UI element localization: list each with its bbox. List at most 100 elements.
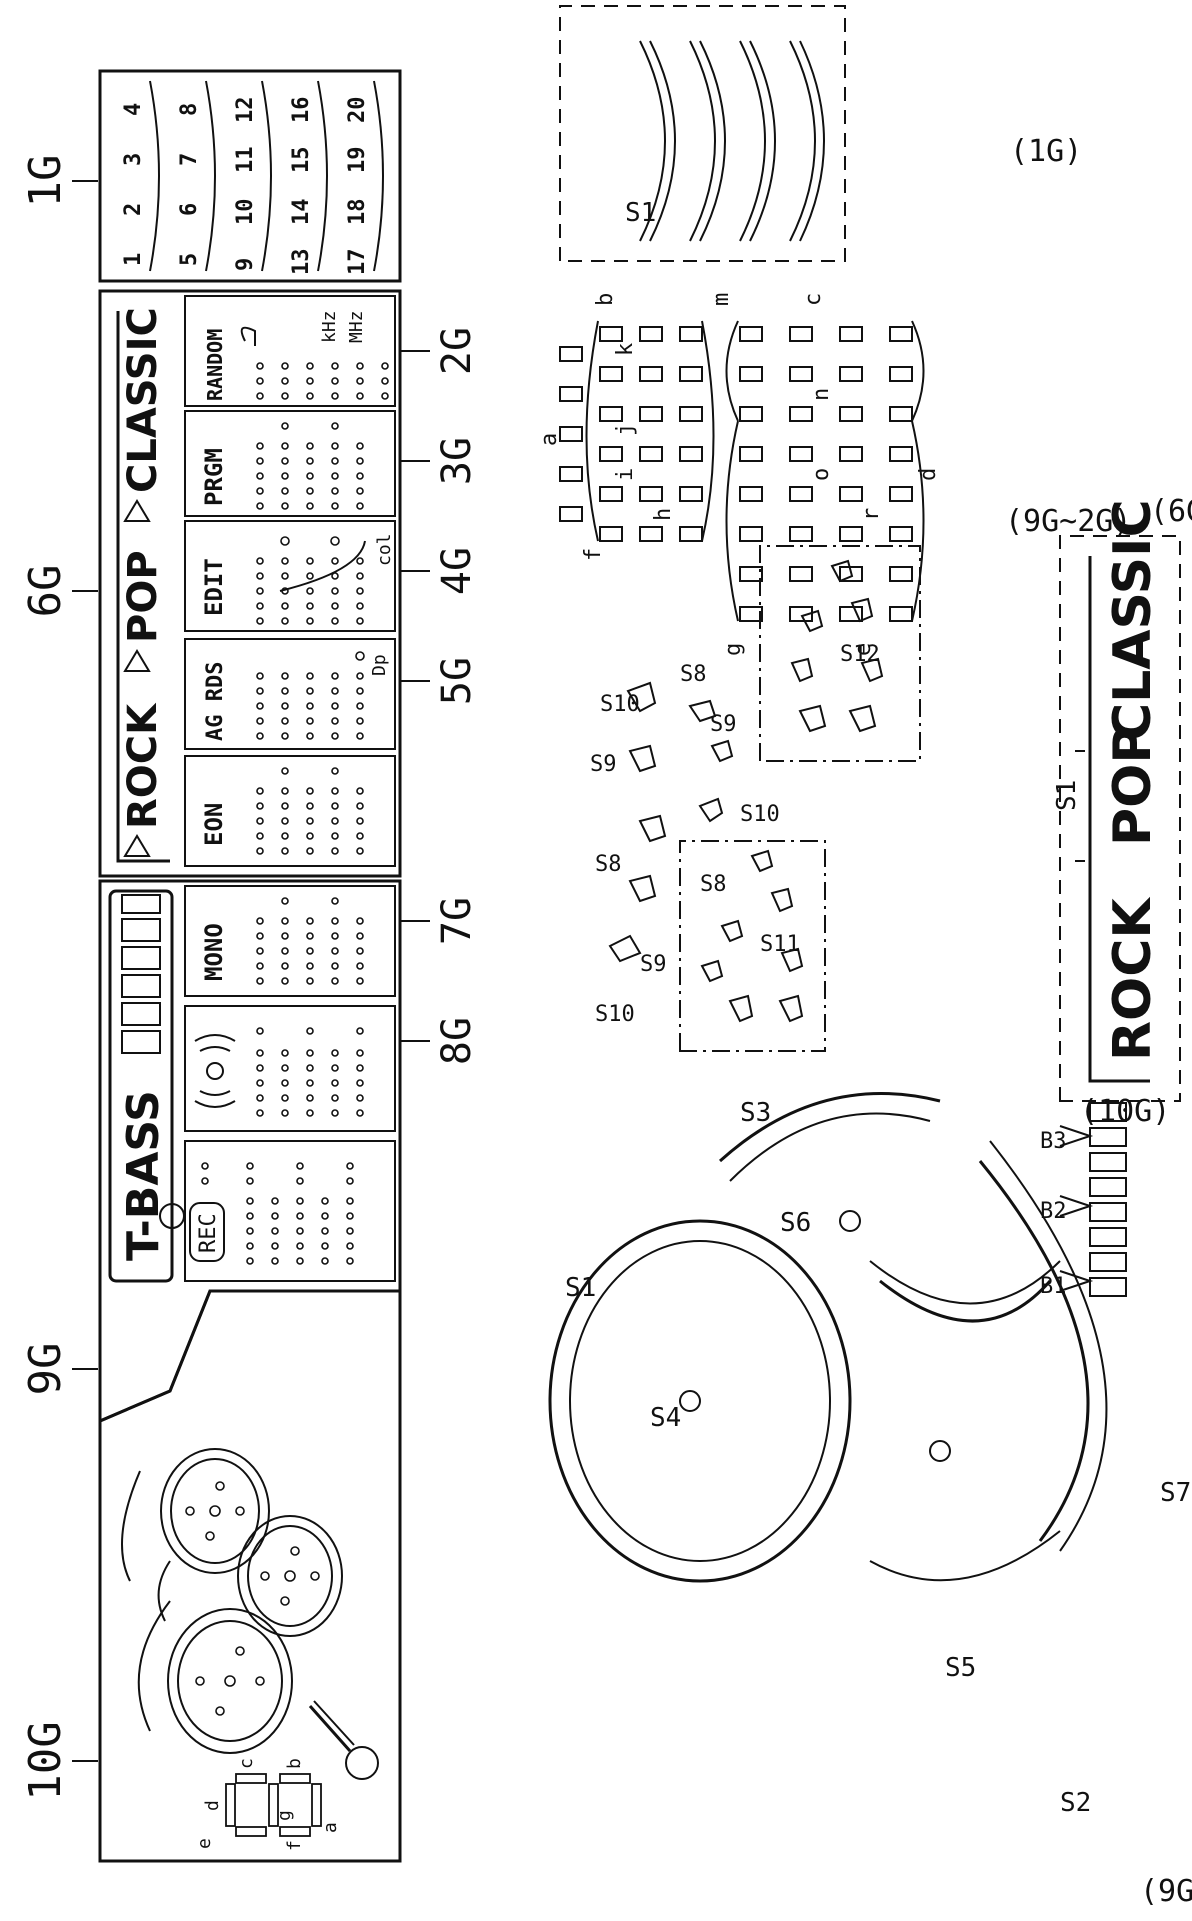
label-9g: 9G — [20, 1343, 71, 1396]
matrix-cells — [559, 326, 913, 622]
matrix-letter-f: f — [581, 548, 606, 561]
matrix-letters: a b c d e f g h i j k m n o r — [537, 293, 941, 656]
label-3g: 3G — [434, 437, 480, 485]
repeat-arrow-icon — [240, 326, 256, 346]
random-label: RANDOM — [203, 329, 227, 401]
genre-arrow-icon — [123, 649, 151, 672]
digit-seg-a — [311, 1783, 322, 1827]
digit-seg-c — [235, 1773, 267, 1784]
detail-9g-caption: (9G) — [1140, 1874, 1192, 1909]
speaker-label-s9: S9 — [590, 752, 617, 777]
rec-column: REC — [159, 1140, 396, 1282]
matrix-letter-o: o — [809, 468, 834, 481]
disc-label-s3: S3 — [740, 1098, 771, 1128]
matrix-letter-b: b — [593, 293, 618, 306]
col-label: col — [374, 533, 395, 566]
disc-s5-arc — [869, 1530, 1061, 1582]
detail-1g-caption: (1G) — [1010, 134, 1082, 169]
detail-9g-bars: B1 B2 B3 (9G) — [1040, 1102, 1192, 1909]
disc-s7-arc — [978, 1160, 1090, 1542]
eon-column: EON — [184, 755, 396, 867]
detail-6g-rock: ROCK — [1103, 897, 1163, 1061]
track-18: 18 — [345, 199, 370, 226]
genre-bar: ROCK POP CLASSIC — [116, 307, 170, 863]
speaker-label-s10: S10 — [600, 692, 640, 717]
rec-label: REC — [196, 1213, 221, 1253]
matrix-letter-j: j — [613, 423, 638, 436]
label-10g: 10G — [20, 1721, 71, 1800]
speaker-label-s10: S10 — [740, 802, 780, 827]
detail-6g: S1 ROCK POP CLASSIC (6G) — [1052, 494, 1192, 1102]
region-9g: T-BASS REC — [98, 879, 402, 1424]
genre-bar-bracket — [116, 311, 170, 863]
disc-label-s7: S7 — [1160, 1478, 1191, 1508]
prgm-column-3g: PRGM — [184, 410, 396, 517]
digit-letter-f: f — [284, 1840, 305, 1851]
disc-s3-arc-inner — [729, 1112, 931, 1182]
track-11: 11 — [233, 147, 258, 174]
mhz-label: MHz — [346, 310, 367, 343]
disc-label-s2: S2 — [1060, 1788, 1091, 1818]
cassette-reels-icon — [121, 1448, 343, 1754]
digit-letter-e: e — [194, 1838, 215, 1849]
prgm-dot-matrix — [256, 422, 364, 510]
matrix-letter-e: e — [851, 643, 876, 656]
microphone-icon — [308, 1700, 379, 1780]
digit-seg-d — [225, 1783, 236, 1827]
digit-letter-g: g — [274, 1810, 295, 1821]
matrix-letter-a: a — [537, 433, 562, 446]
prgm-label: PRGM — [200, 448, 228, 506]
track-16: 16 — [289, 97, 314, 124]
bar-labels: B1 B2 B3 — [1040, 1129, 1067, 1299]
matrix-letter-n: n — [809, 388, 834, 401]
track-row-arcs — [149, 80, 384, 272]
khz-label: kHz — [319, 310, 340, 343]
speaker-label-s10: S10 — [595, 1002, 635, 1027]
detail-9g-2g-matrix: a b c d e f g h i j k m n o r (9G~2G) — [537, 293, 1131, 656]
mono-label: MONO — [200, 923, 228, 981]
label-8g: 8G — [434, 1017, 480, 1065]
disc-label-s1: S1 — [565, 1273, 596, 1303]
rec-dot-matrix — [201, 1162, 354, 1265]
label-1g: 1G — [20, 155, 71, 208]
detail-s11-frame — [679, 840, 826, 1052]
matrix-arcs — [585, 320, 925, 622]
eon-dot-matrix — [256, 767, 364, 855]
matrix-letter-r: r — [859, 508, 884, 521]
speaker-label-s8: S8 — [700, 872, 727, 897]
mono-dot-matrix — [256, 897, 364, 985]
bar-label-b3: B3 — [1040, 1129, 1067, 1154]
region-10g-outline — [98, 1289, 402, 1863]
speaker-label-s11: S11 — [760, 932, 800, 957]
detail-9g-2g-caption: (9G~2G) — [1005, 504, 1131, 539]
disc-s7-arc-inner — [989, 1140, 1108, 1552]
label-4g: 4G — [434, 547, 480, 595]
random-dot-matrix — [256, 362, 389, 400]
track-12: 12 — [233, 97, 258, 124]
track-2: 2 — [121, 203, 146, 216]
genre-arrow-icon — [123, 499, 151, 522]
matrix-letter-i: i — [613, 468, 638, 481]
disc-labels: S1 S2 S3 S4 S5 S6 S7 — [565, 1098, 1191, 1818]
edit-dot-matrix — [256, 536, 364, 625]
label-5g: 5G — [434, 657, 480, 705]
disc-s3-arc — [718, 1092, 941, 1163]
track-4: 4 — [121, 103, 146, 116]
track-15: 15 — [289, 147, 314, 174]
disc-s4-hub — [679, 1390, 701, 1412]
speaker-label-s9: S9 — [710, 712, 737, 737]
track-9: 9 — [233, 258, 258, 271]
surround-sound-icon — [194, 1034, 236, 1108]
track-13: 13 — [289, 249, 314, 276]
disc-label-s6: S6 — [780, 1208, 811, 1238]
detail-6g-pop: POP — [1103, 726, 1163, 846]
track-19: 19 — [345, 147, 370, 174]
bar-label-b2: B2 — [1040, 1199, 1067, 1224]
digit-letter-b: b — [284, 1758, 305, 1769]
tbass-bar: T-BASS — [108, 889, 174, 1283]
track-14: 14 — [289, 199, 314, 226]
detail-1g: S1 (1G) — [559, 5, 1082, 262]
region-1g-outline — [98, 69, 402, 283]
track-17: 17 — [345, 249, 370, 276]
